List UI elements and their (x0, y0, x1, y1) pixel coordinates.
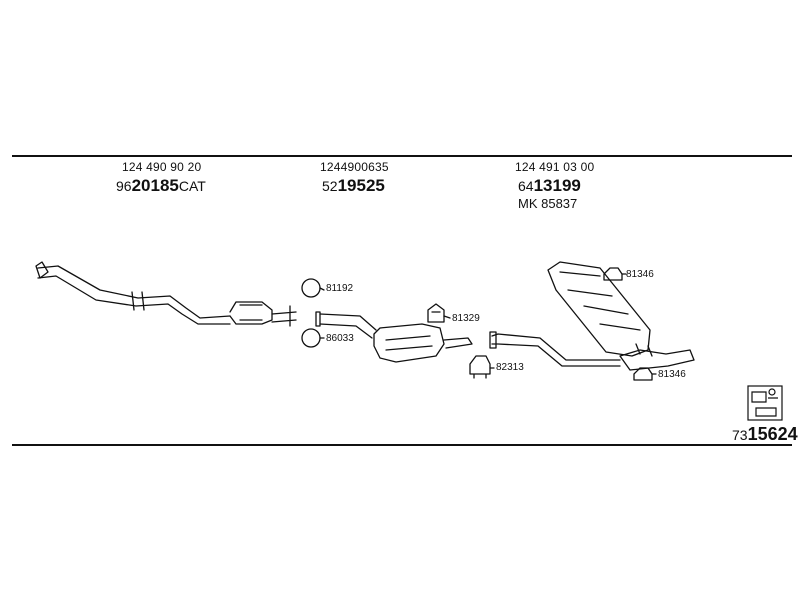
oe-number-catalyst: 124 490 90 20 (122, 160, 202, 174)
part-prefix: 96 (116, 178, 132, 194)
figure-prefix: 73 (732, 427, 748, 443)
part-main: 13199 (533, 176, 581, 195)
rubber-hanger-81346-top-drawing (603, 267, 623, 281)
parts-reference-icon (747, 385, 783, 421)
part-suffix: CAT (178, 178, 206, 194)
bottom-divider-line (12, 444, 792, 446)
label-hanger-81329: 81329 (452, 313, 480, 324)
figure-number: 7315624 (732, 424, 798, 445)
label-clamp-82313: 82313 (496, 362, 524, 373)
part-main: 19525 (337, 176, 385, 195)
front-pipe-catalyst-drawing (35, 261, 297, 327)
part-prefix: 52 (322, 178, 338, 194)
label-ring-81192: 81192 (326, 283, 354, 294)
part-number-rear-silencer: 6413199 (518, 176, 581, 196)
label-ring-86033: 86033 (326, 333, 354, 344)
label-hanger-81346-top: 81346 (626, 269, 654, 280)
sealing-ring-81192-drawing (301, 278, 321, 298)
figure-main: 15624 (747, 424, 798, 444)
part-number-catalyst: 9620185CAT (116, 176, 206, 196)
middle-silencer-drawing (315, 311, 473, 363)
label-hanger-81346-bottom: 81346 (658, 369, 686, 380)
part-prefix: 64 (518, 178, 534, 194)
top-divider-line (12, 155, 792, 157)
sealing-ring-86033-drawing (301, 328, 321, 348)
clamp-82313-drawing (469, 355, 491, 379)
rear-silencer-drawing (489, 261, 695, 371)
oe-number-middle-silencer: 1244900635 (320, 160, 389, 174)
rubber-hanger-81329-drawing (427, 303, 445, 323)
part-main: 20185 (131, 176, 179, 195)
mounting-kit-note: MK 85837 (518, 196, 578, 211)
oe-number-rear-silencer: 124 491 03 00 (515, 160, 595, 174)
part-number-middle-silencer: 5219525 (322, 176, 385, 196)
